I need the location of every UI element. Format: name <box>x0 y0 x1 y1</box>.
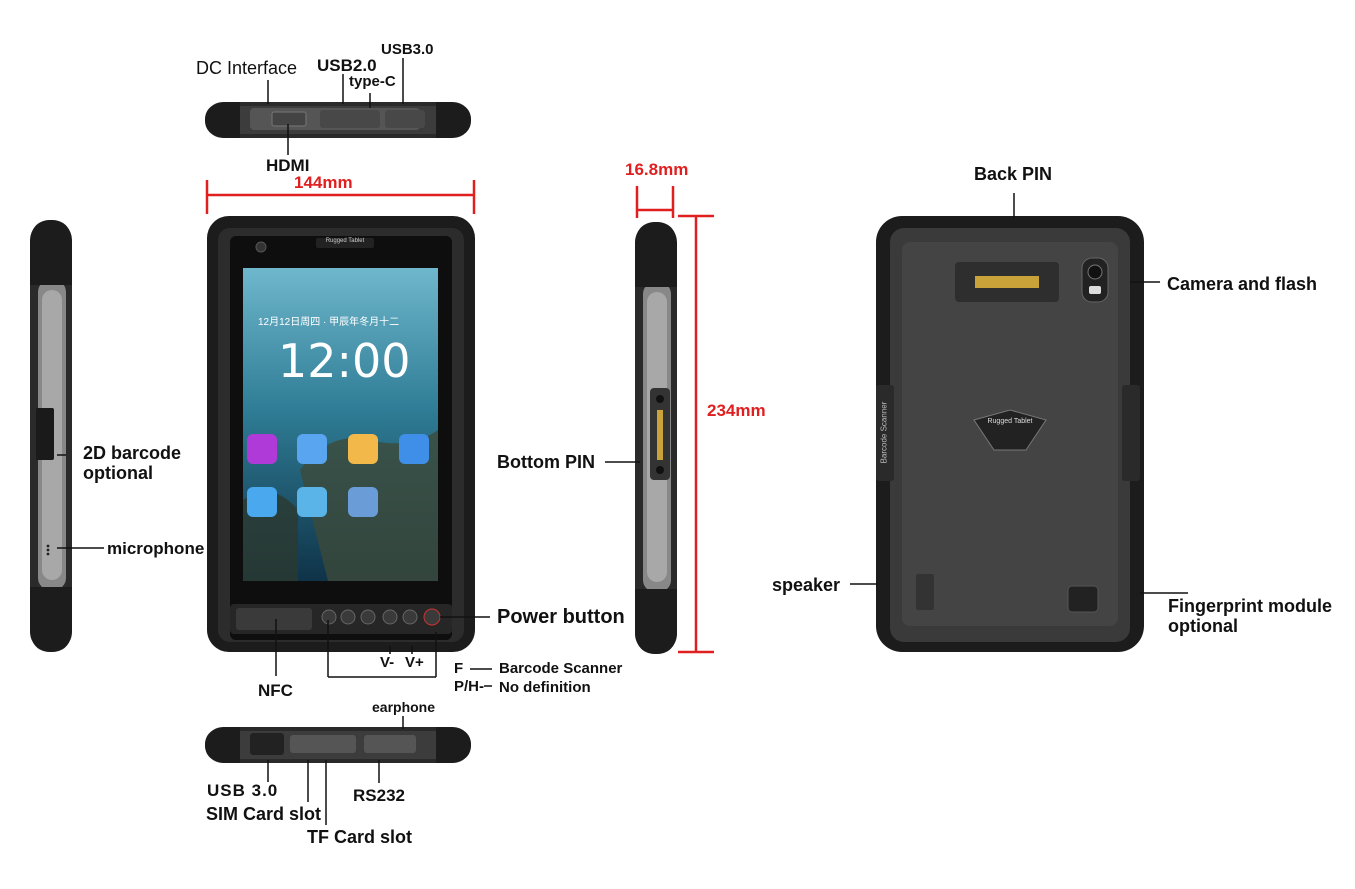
label-earphone: earphone <box>372 699 436 715</box>
label-dc-interface: DC Interface <box>196 58 298 78</box>
label-v-plus: V+ <box>405 654 424 671</box>
label-speaker: speaker <box>772 575 841 595</box>
screen-time: 12:00 <box>278 334 411 388</box>
label-sim-slot: SIM Card slot <box>206 804 322 824</box>
label-back-pin: Back PIN <box>974 164 1053 184</box>
brand-label: Rugged Tablet <box>325 238 365 244</box>
label-bottom-pin: Bottom PIN <box>497 452 595 472</box>
label-usb30-top: USB3.0 <box>381 41 434 58</box>
dimension-height: 234mm <box>707 401 766 420</box>
dimension-width: 144mm <box>294 173 353 192</box>
label-f-key: F <box>454 660 464 677</box>
label-no-definition: No definition <box>499 679 591 696</box>
screen-date: 12月12日周四 · 甲辰年冬月十二 <box>258 317 400 328</box>
label-nfc: NFC <box>258 681 293 700</box>
back-logo: Rugged Tablet <box>987 418 1033 425</box>
label-camera-flash: Camera and flash <box>1167 274 1318 294</box>
label-tf-slot: TF Card slot <box>307 827 413 847</box>
label-usb30-bottom: USB 3.0 <box>207 781 279 800</box>
label-2d-barcode: 2D barcode <box>83 443 182 463</box>
label-type-c: type-C <box>349 73 396 90</box>
label-rs232: RS232 <box>353 786 405 805</box>
label-fingerprint: Fingerprint module <box>1168 596 1332 616</box>
label-usb20: USB2.0 <box>317 56 377 75</box>
label-barcode-scanner: Barcode Scanner <box>499 660 623 677</box>
label-power-button: Power button <box>497 606 625 628</box>
label-hdmi: HDMI <box>266 156 310 175</box>
dimension-thickness: 16.8mm <box>625 160 689 179</box>
label-2d-barcode-optional: optional <box>83 463 153 483</box>
label-ph-key: P/H- <box>454 678 484 695</box>
label-fingerprint-optional: optional <box>1168 616 1238 636</box>
label-v-minus: V- <box>380 654 395 671</box>
label-microphone: microphone <box>107 539 205 558</box>
